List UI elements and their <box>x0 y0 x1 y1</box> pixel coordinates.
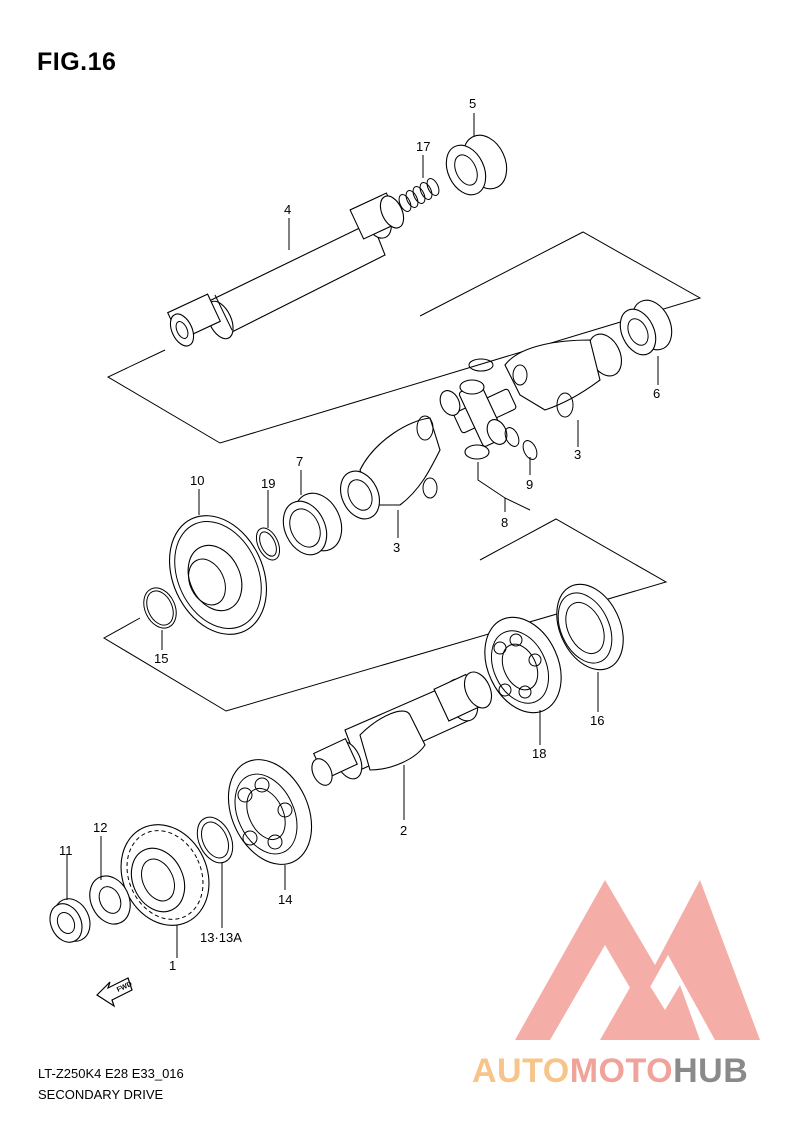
part-8-universal-joint <box>439 358 538 460</box>
callout-5: 5 <box>469 96 476 111</box>
callout-3-upper: 3 <box>574 447 581 462</box>
callout-13-13a: 13·13A <box>200 930 242 945</box>
callout-labels: 1 2 3 3 4 5 6 7 8 9 10 11 12 13·13A 14 1… <box>59 96 660 973</box>
part-2-drive-shaft <box>311 671 493 786</box>
part-16-oil-seal <box>556 583 624 671</box>
section-name: SECONDARY DRIVE <box>38 1087 164 1102</box>
callout-15: 15 <box>154 651 168 666</box>
callout-14: 14 <box>278 892 292 907</box>
watermark-part-2: MOTO <box>569 1052 674 1090</box>
fwd-arrow-icon: FWD <box>96 977 133 1008</box>
part-15-o-ring <box>143 587 177 629</box>
part-13-shim <box>196 816 234 864</box>
callout-4: 4 <box>284 202 291 217</box>
callout-2: 2 <box>400 823 407 838</box>
watermark-text: AUTOMOTOHUB <box>472 1052 748 1091</box>
leader-lines <box>66 113 659 958</box>
watermark-part-3: HUB <box>673 1052 749 1090</box>
part-6-oil-seal <box>619 299 673 356</box>
group-frame-upper <box>106 231 702 444</box>
callout-11: 11 <box>59 843 73 858</box>
part-5-boot <box>445 134 508 196</box>
group-frame-lower <box>102 518 668 712</box>
callout-7: 7 <box>296 454 303 469</box>
callout-12: 12 <box>93 820 107 835</box>
part-11-nut <box>49 898 91 943</box>
callout-17: 17 <box>416 139 430 154</box>
watermark-logo <box>515 880 760 1040</box>
part-18-bearing <box>484 616 562 714</box>
part-19-circlip <box>255 527 281 561</box>
part-10-cover-plate <box>168 515 268 635</box>
callout-16: 16 <box>590 713 604 728</box>
part-7-collar <box>282 492 343 556</box>
watermark-part-1: AUTO <box>472 1052 570 1090</box>
callout-6: 6 <box>653 386 660 401</box>
part-3-yoke-upper <box>504 333 623 418</box>
part-12-washer <box>89 875 131 925</box>
callout-9: 9 <box>526 477 533 492</box>
callout-8: 8 <box>501 515 508 530</box>
part-1-bevel-gear <box>120 824 210 926</box>
part-17-spring <box>398 178 440 212</box>
callout-19: 19 <box>261 476 275 491</box>
model-code: LT-Z250K4 E28 E33_016 <box>38 1066 184 1081</box>
figure-title: FIG.16 <box>37 48 117 76</box>
callout-18: 18 <box>532 746 546 761</box>
part-14-bearing <box>227 759 313 865</box>
callout-3-lower: 3 <box>393 540 400 555</box>
callout-1: 1 <box>169 958 176 973</box>
callout-10: 10 <box>190 473 204 488</box>
part-3-yoke-lower <box>340 415 441 520</box>
part-4-propeller-shaft <box>166 192 405 347</box>
